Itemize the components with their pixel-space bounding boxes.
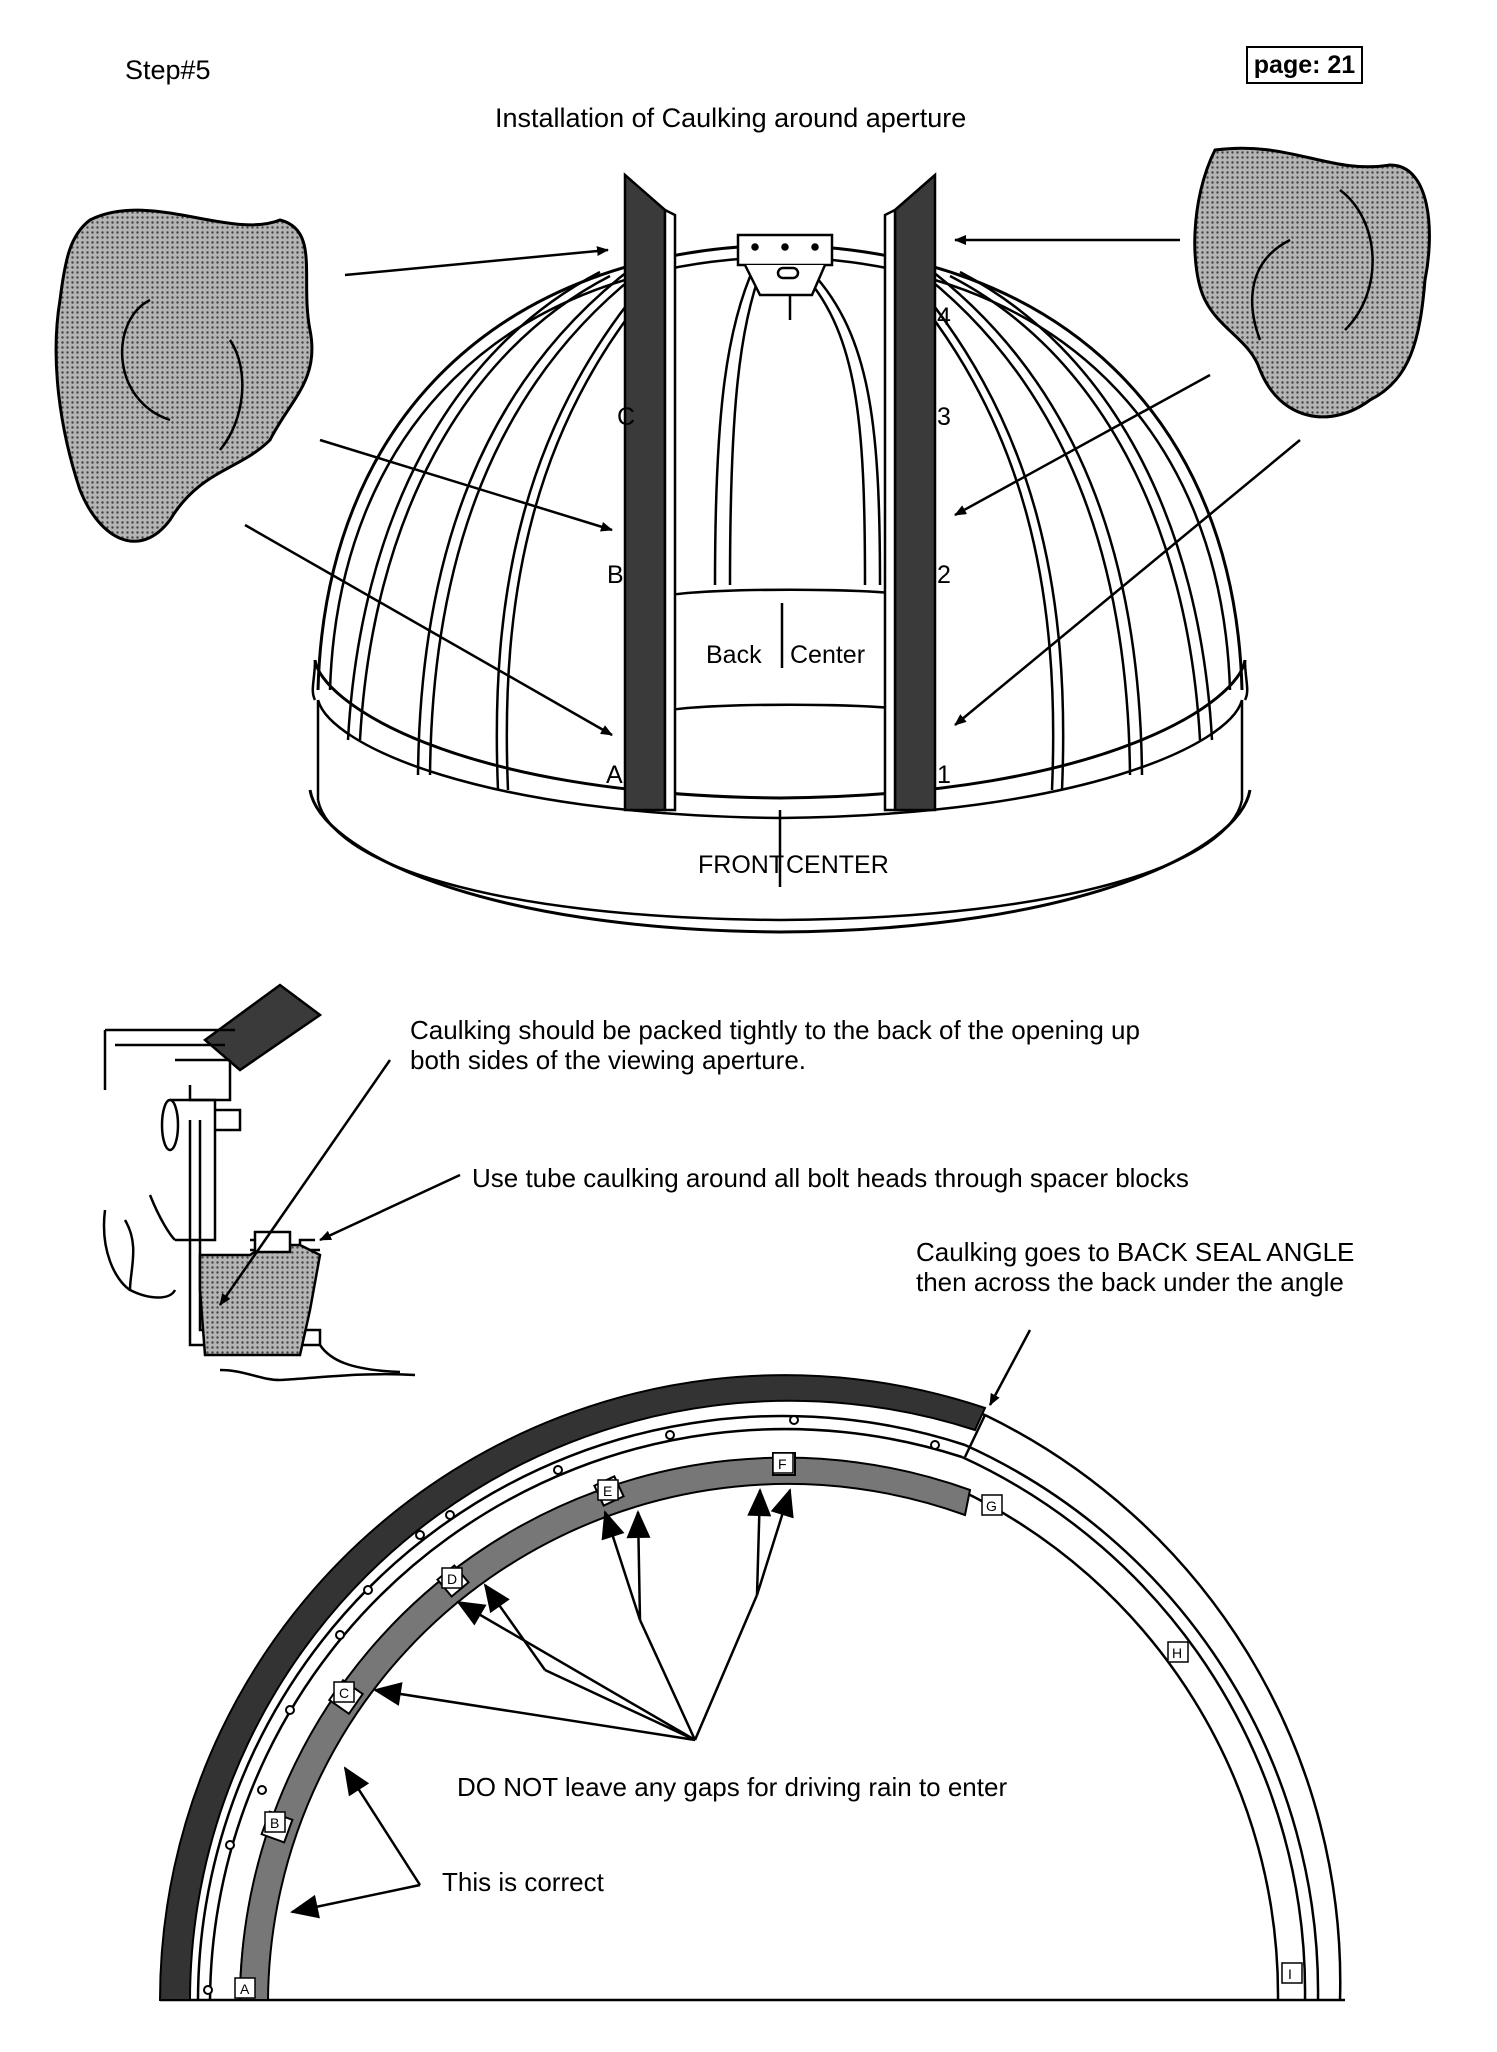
dome-illustration (308, 233, 1252, 934)
rib-label-c: C (617, 403, 635, 431)
center-label: Center (790, 641, 865, 669)
segment-label-a: A (240, 1981, 250, 1997)
rib-label-2: 2 (937, 561, 951, 589)
rib-label-a: A (606, 761, 623, 789)
rib-label-1: 1 (937, 761, 951, 789)
aperture-rail-left (623, 172, 677, 812)
no-gaps-note: DO NOT leave any gaps for driving rain t… (457, 1772, 1008, 1802)
segment-label-b: B (270, 1815, 279, 1831)
cross-section-arrows (218, 1059, 1032, 1406)
arc-segment-labels: A B C D E F G H I (234, 1452, 1303, 1999)
aperture-rail-right (883, 172, 937, 812)
gap-warning-arrows (290, 1488, 794, 1919)
segment-label-d: D (447, 1571, 457, 1587)
segment-label-e: E (603, 1483, 612, 1499)
dome-arrows (244, 235, 1301, 737)
step-label: Step#5 (125, 55, 211, 85)
rib-label-4: 4 (937, 303, 951, 331)
segment-label-h: H (1172, 1645, 1182, 1661)
cross-section-caulk-fill (198, 1243, 322, 1357)
back-label: Back (706, 641, 762, 669)
correct-note: This is correct (442, 1867, 604, 1897)
cross-section-illustration (102, 983, 416, 1382)
back-seal-note: Caulking goes to BACK SEAL ANGLE then ac… (916, 1237, 1355, 1297)
page-title: Installation of Caulking around aperture (495, 103, 967, 133)
caulk-blob-right (1193, 146, 1431, 419)
caulk-blob-left (54, 208, 314, 543)
center-front-label: CENTER (786, 851, 889, 879)
segment-label-f: F (778, 1456, 787, 1472)
front-label: FRONT (698, 851, 784, 879)
rib-label-3: 3 (937, 403, 951, 431)
rib-label-b: B (607, 561, 624, 589)
segment-label-c: C (339, 1685, 349, 1701)
inner-caulk-band (238, 1456, 972, 2001)
arc-bolt-holes (203, 1415, 940, 1995)
segment-label-i: I (1288, 1966, 1292, 1982)
outer-caulk-band (158, 1374, 987, 2001)
page-number-box: page: 21 (1246, 46, 1363, 84)
segment-label-g: G (986, 1498, 997, 1514)
bolt-heads-note: Use tube caulking around all bolt heads … (472, 1163, 1189, 1193)
aperture-packing-note: Caulking should be packed tightly to the… (410, 1015, 1140, 1075)
bolt-head (253, 1230, 292, 1254)
